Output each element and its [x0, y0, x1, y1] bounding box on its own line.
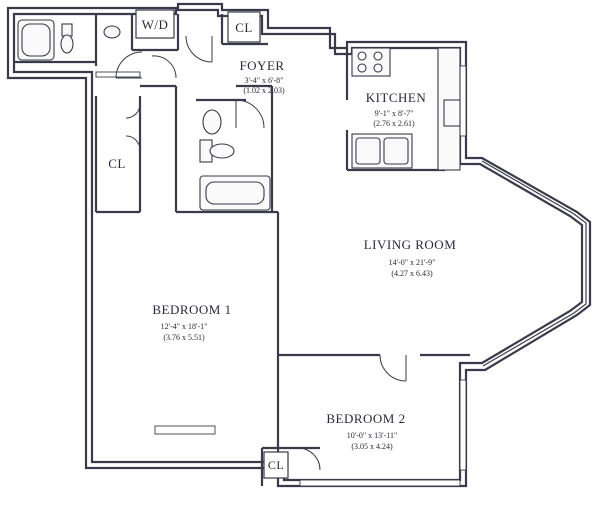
refrigerator: [443, 99, 461, 127]
room-kitchen-dim-imperial: 9'-1" x 8'-7": [375, 109, 414, 118]
stove: [351, 47, 391, 77]
closet-top-box: [227, 11, 261, 43]
kitchen-fixtures: [351, 47, 461, 171]
room-bedroom-2-name: BEDROOM 2: [326, 411, 405, 426]
room-bedroom-1-dim-imperial: 12'-4" x 18'-1": [161, 322, 208, 331]
bathroom-2-fixtures: [199, 109, 271, 211]
room-bedroom-1-dim-metric: (3.76 x 5.51): [163, 333, 205, 342]
doors: [115, 35, 407, 471]
washer-dryer-label: W/D: [142, 17, 169, 32]
exterior-walls: [6, 2, 592, 488]
washer-dryer-box: [135, 9, 175, 39]
room-kitchen: KITCHEN 9'-1" x 8'-7" (2.76 x 2.61): [366, 90, 427, 128]
closet-bottom-box: [263, 451, 289, 479]
room-bedroom-1-name: BEDROOM 1: [152, 302, 231, 317]
room-kitchen-name: KITCHEN: [366, 90, 427, 105]
room-bedroom-2: BEDROOM 2 10'-0" x 13'-11" (3.05 x 4.24): [326, 411, 405, 451]
room-bedroom-2-dim-metric: (3.05 x 4.24): [351, 442, 393, 451]
windows: [95, 65, 587, 487]
toilet-1: [61, 23, 73, 37]
room-foyer: FOYER 3'-4" x 6'-8" (1.02 x 2.03): [239, 58, 285, 95]
room-living-room-dim-imperial: 14'-0" x 21'-9": [389, 258, 436, 267]
room-living-room: LIVING ROOM 14'-0" x 21'-9" (4.27 x 6.43…: [364, 237, 457, 278]
interior-walls: [14, 14, 470, 486]
room-foyer-dim-imperial: 3'-4" x 6'-8": [245, 76, 284, 85]
room-bedroom-1: BEDROOM 1 12'-4" x 18'-1" (3.76 x 5.51): [152, 302, 231, 342]
room-living-room-dim-metric: (4.27 x 6.43): [391, 269, 433, 278]
room-foyer-dim-metric: (1.02 x 2.03): [243, 86, 285, 95]
closet-top-label: CL: [235, 20, 253, 35]
room-bedroom-2-dim-imperial: 10'-0" x 13'-11": [347, 431, 397, 440]
room-foyer-name: FOYER: [239, 58, 284, 73]
closet-left-label: CL: [108, 156, 126, 171]
room-living-room-name: LIVING ROOM: [364, 237, 457, 252]
sink-2: [202, 109, 222, 135]
room-kitchen-dim-metric: (2.76 x 2.61): [373, 119, 415, 128]
closet-bottom-label: CL: [268, 458, 284, 472]
bathroom-1-fixtures: [17, 19, 121, 61]
sink-1: [103, 25, 121, 39]
